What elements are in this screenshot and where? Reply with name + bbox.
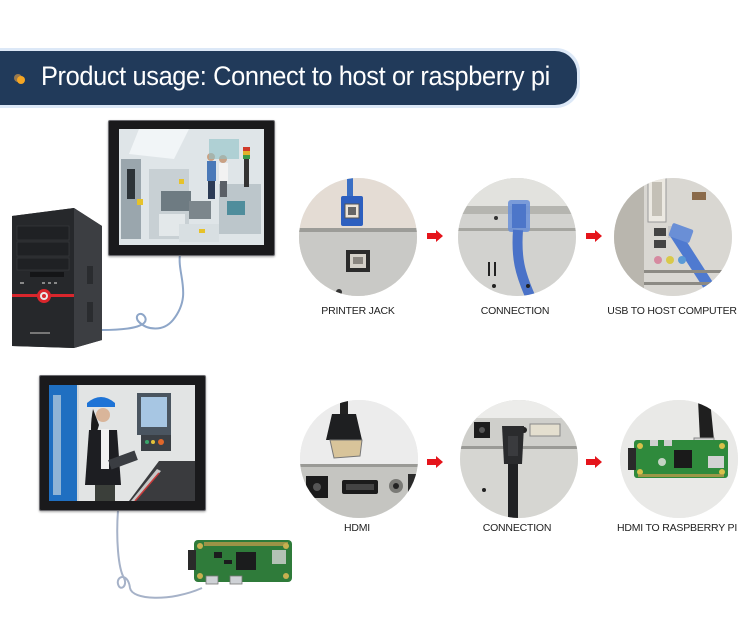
step-label-printer-jack: PRINTER JACK (321, 305, 395, 317)
step-circle-printer-jack (299, 178, 417, 296)
page-title: Product usage: Connect to host or raspbe… (41, 61, 550, 91)
step-label-connection: CONNECTION (482, 522, 552, 534)
header-banner: Product usage: Connect to host or raspbe… (0, 51, 577, 105)
desktop-pc-tower (12, 208, 102, 348)
step-circle-usb-connection (458, 178, 576, 296)
step-circle-hdmi-connection (460, 400, 578, 518)
right-arrow-icon (586, 456, 602, 468)
right-arrow-icon (427, 456, 443, 468)
step-label-hdmi: HDMI (343, 522, 371, 534)
usb-cable (100, 253, 185, 331)
step-circle-usb-host (614, 178, 732, 296)
orange-dot-icon (14, 74, 25, 84)
worker-scene-image (49, 385, 195, 501)
factory-scene-image (119, 129, 264, 245)
step-label-hdmi-to-raspberry-pi: HDMI TO RASPBERRY PI (616, 522, 738, 534)
hdmi-cable (116, 509, 203, 599)
step-circle-hdmi-raspberry-pi (620, 400, 738, 518)
touch-monitor-top (108, 120, 275, 256)
step-label-connection: CONNECTION (480, 305, 550, 317)
step-label-usb-to-host: USB TO HOST COMPUTER (607, 305, 737, 317)
right-arrow-icon (586, 230, 602, 242)
right-arrow-icon (427, 230, 443, 242)
step-circle-hdmi (300, 400, 418, 518)
touch-monitor-bottom (39, 375, 206, 511)
raspberry-pi-zero-board (188, 540, 292, 585)
